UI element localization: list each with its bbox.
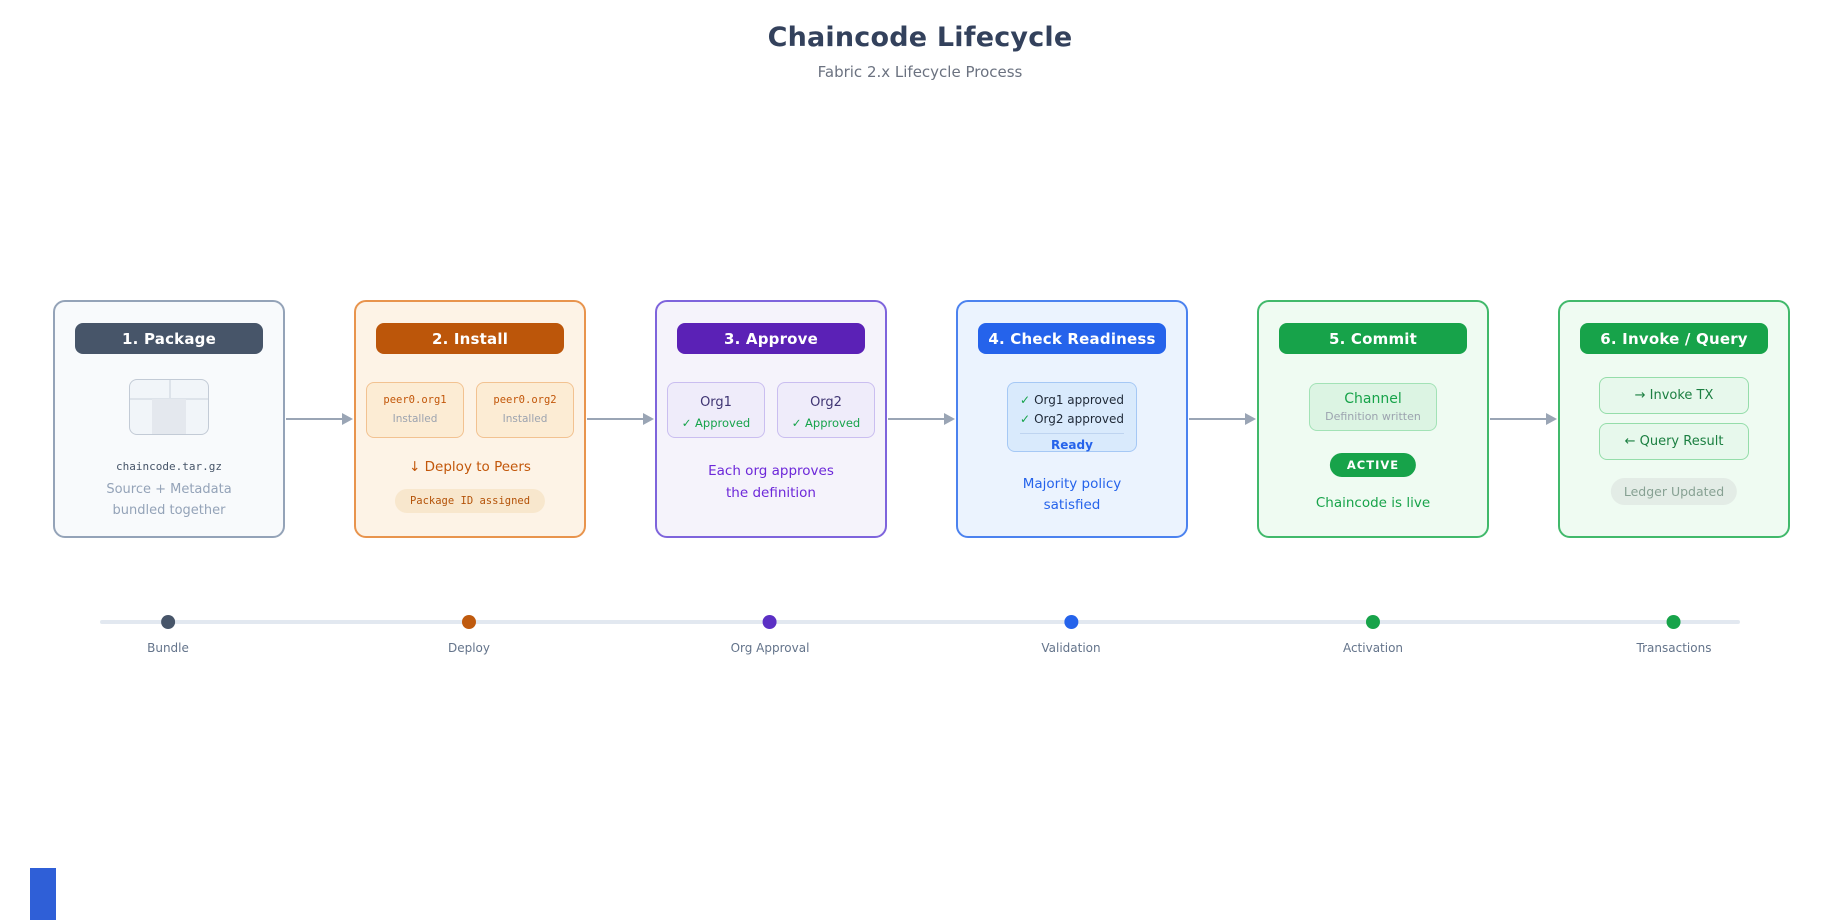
check-icon: ✓ [1020, 393, 1031, 407]
peer-box-org1: peer0.org1 Installed [366, 382, 464, 438]
stage-header-invoke-query: 6. Invoke / Query [1580, 323, 1768, 354]
timeline-label: Activation [1342, 641, 1404, 655]
package-icon [129, 379, 209, 435]
timeline-dot-icon [763, 615, 777, 629]
package-description-line1: Source + Metadata [106, 482, 232, 497]
stage-card-install: 2. Install peer0.org1 Installed peer0.or… [354, 300, 586, 538]
stage-header-install: 2. Install [376, 323, 564, 354]
stage-header-package: 1. Package [75, 323, 263, 354]
stage-card-commit: 5. Commit Channel Definition written ACT… [1257, 300, 1489, 538]
timeline-item-validation: Validation [1041, 615, 1101, 655]
org-box-org1: Org1 ✓ Approved [667, 382, 765, 438]
timeline-dot-icon [1063, 615, 1078, 629]
timeline-label: Deploy [447, 641, 491, 655]
peer-boxes-row: peer0.org1 Installed peer0.org2 Installe… [356, 382, 584, 438]
stage-card-check-readiness: 4. Check Readiness ✓Org1 approved ✓Org2 … [956, 300, 1188, 538]
org-name: Org1 [700, 395, 732, 410]
peer-name: peer0.org1 [383, 394, 447, 406]
peer-status: Installed [392, 413, 438, 425]
approve-description-line1: Each org approves [708, 463, 834, 479]
readiness-status-box: ✓Org1 approved ✓Org2 approved Ready [1007, 382, 1137, 452]
readiness-check-row: ✓Org2 approved [1008, 410, 1136, 429]
timeline-label: Transactions [1636, 641, 1712, 655]
ledger-updated-badge: Ledger Updated [1610, 478, 1738, 505]
stage-card-invoke-query: 6. Invoke / Query → Invoke TX ← Query Re… [1558, 300, 1790, 538]
timeline-label: Bundle [147, 641, 189, 655]
flow-arrow-icon [587, 413, 654, 425]
channel-box: Channel Definition written [1309, 383, 1437, 431]
stage-header-approve: 3. Approve [677, 323, 865, 354]
flow-arrow-icon [888, 413, 955, 425]
timeline-track [100, 620, 1740, 624]
approve-description-line2: the definition [726, 485, 816, 501]
package-icon-flap-divider [169, 380, 171, 398]
readiness-check-row: ✓Org1 approved [1008, 391, 1136, 410]
peer-name: peer0.org2 [493, 394, 557, 406]
readiness-check-label: Org1 approved [1034, 393, 1124, 407]
stage-header-check-readiness: 4. Check Readiness [978, 323, 1166, 354]
timeline-dot-icon [161, 615, 175, 629]
flow-arrow-icon [1490, 413, 1557, 425]
peer-status: Installed [502, 413, 548, 425]
invoke-tx-box: → Invoke TX [1599, 377, 1749, 414]
lifecycle-timeline: Bundle Deploy Org Approval Validation Ac… [100, 615, 1740, 667]
commit-description: Chaincode is live [1315, 495, 1431, 511]
flow-arrow-icon [286, 413, 353, 425]
package-description: Source + Metadata bundled together [55, 479, 283, 521]
package-icon-tape [152, 399, 186, 434]
timeline-dot-icon [462, 615, 476, 629]
package-filename: chaincode.tar.gz [116, 460, 222, 473]
timeline-item-bundle: Bundle [147, 615, 189, 655]
deploy-to-peers-label: ↓ Deploy to Peers [409, 459, 531, 475]
ready-label: Ready [1051, 438, 1093, 452]
timeline-item-org-approval: Org Approval [730, 615, 810, 655]
approve-description: Each org approves the definition [657, 460, 885, 504]
package-description-line2: bundled together [112, 503, 226, 518]
timeline-label: Org Approval [730, 641, 810, 655]
readiness-description-line2: satisfied [1043, 497, 1101, 513]
lifecycle-stages-row: 1. Package chaincode.tar.gz Source + Met… [53, 300, 1790, 538]
channel-title: Channel [1344, 391, 1402, 407]
stage-card-approve: 3. Approve Org1 ✓ Approved Org2 ✓ Approv… [655, 300, 887, 538]
package-icon-lid-divider [130, 398, 208, 400]
page-subtitle: Fabric 2.x Lifecycle Process [817, 63, 1023, 81]
readiness-check-label: Org2 approved [1034, 412, 1124, 426]
query-result-box: ← Query Result [1599, 423, 1749, 460]
org-approved-status: ✓ Approved [681, 416, 751, 430]
timeline-item-deploy: Deploy [448, 615, 490, 655]
page-title: Chaincode Lifecycle [767, 22, 1073, 53]
readiness-description-line1: Majority policy [1022, 476, 1122, 492]
stage-card-package: 1. Package chaincode.tar.gz Source + Met… [53, 300, 285, 538]
timeline-item-transactions: Transactions [1636, 615, 1712, 655]
bottom-left-accent [30, 868, 56, 920]
timeline-dot-icon [1667, 615, 1681, 629]
flow-arrow-icon [1189, 413, 1256, 425]
check-icon: ✓ [1020, 412, 1031, 426]
readiness-description: Majority policy satisfied [958, 474, 1186, 516]
peer-box-org2: peer0.org2 Installed [476, 382, 574, 438]
active-status-badge: ACTIVE [1329, 453, 1417, 477]
stage-header-commit: 5. Commit [1279, 323, 1467, 354]
diagram-header: Chaincode Lifecycle Fabric 2.x Lifecycle… [0, 22, 1840, 81]
package-id-badge: Package ID assigned [394, 489, 546, 513]
timeline-item-activation: Activation [1343, 615, 1403, 655]
org-boxes-row: Org1 ✓ Approved Org2 ✓ Approved [657, 382, 885, 438]
channel-subtitle: Definition written [1325, 410, 1421, 423]
readiness-divider [1020, 433, 1124, 434]
org-approved-status: ✓ Approved [791, 416, 861, 430]
org-box-org2: Org2 ✓ Approved [777, 382, 875, 438]
timeline-label: Validation [1041, 641, 1101, 655]
org-name: Org2 [810, 395, 842, 410]
timeline-dot-icon [1365, 615, 1380, 629]
